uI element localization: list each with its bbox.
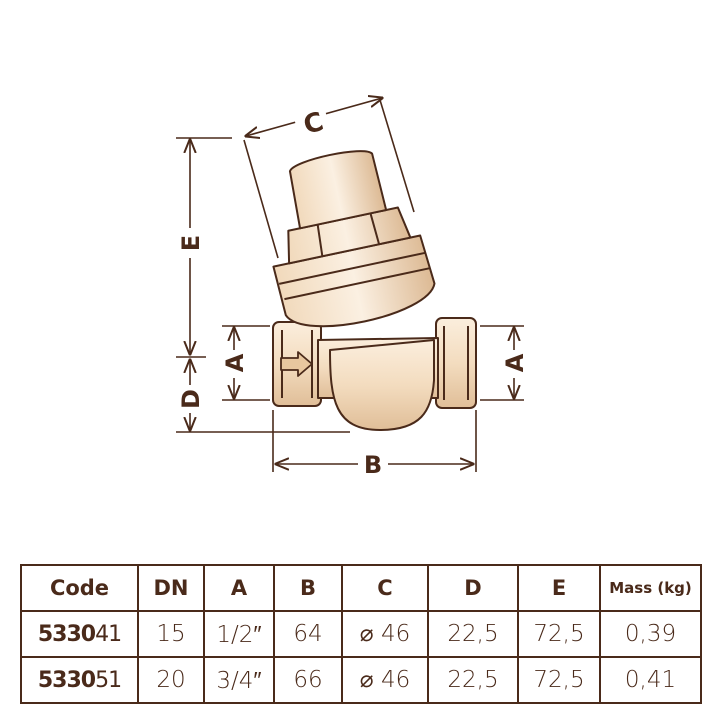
outlet-connector [435, 317, 477, 409]
header-a: A [203, 564, 275, 612]
dimension-label-e: E [177, 235, 205, 251]
dn-cell: 20 [137, 656, 205, 704]
code-prefix: 5330 [37, 667, 96, 693]
d-cell: 22,5 [427, 656, 519, 704]
code-suffix: 51 [95, 667, 122, 693]
c-cell: ⌀ 46 [341, 656, 429, 704]
lower-bowl [329, 339, 435, 431]
a-cell: 3/4″ [203, 656, 275, 704]
header-d: D [427, 564, 519, 612]
b-cell: 66 [273, 656, 343, 704]
b-cell: 64 [273, 610, 343, 658]
header-mass: Mass (kg) [599, 564, 702, 612]
dimension-label-a-right: A [501, 353, 529, 372]
header-code: Code [20, 564, 139, 612]
specifications-table: Code DN A B C D E Mass (kg) 533041 15 1/… [20, 564, 702, 704]
e-cell: 72,5 [517, 610, 601, 658]
table-row: 533041 15 1/2″ 64 ⌀ 46 22,5 72,5 0,39 [20, 610, 702, 658]
adjusting-cap [288, 150, 388, 230]
valve-dimension-drawing: C E D A A B [176, 0, 529, 479]
table-header-row: Code DN A B C D E Mass (kg) [20, 564, 702, 612]
code-cell: 533041 [20, 610, 139, 658]
e-cell: 72,5 [517, 656, 601, 704]
dimension-label-a-left: A [221, 353, 249, 372]
dn-cell: 15 [137, 610, 205, 658]
mass-cell: 0,39 [599, 610, 702, 658]
d-cell: 22,5 [427, 610, 519, 658]
dimension-label-b: B [364, 451, 382, 479]
code-cell: 533051 [20, 656, 139, 704]
c-cell: ⌀ 46 [341, 610, 429, 658]
header-b: B [273, 564, 343, 612]
valve-body [272, 150, 477, 431]
flow-direction-arrow-icon [280, 351, 313, 377]
header-dn: DN [137, 564, 205, 612]
dimension-label-d: D [177, 389, 205, 409]
a-cell: 1/2″ [203, 610, 275, 658]
code-suffix: 41 [95, 621, 122, 647]
code-prefix: 5330 [37, 621, 96, 647]
header-c: C [341, 564, 429, 612]
header-e: E [517, 564, 601, 612]
mass-cell: 0,41 [599, 656, 702, 704]
table-row: 533051 20 3/4″ 66 ⌀ 46 22,5 72,5 0,41 [20, 656, 702, 704]
